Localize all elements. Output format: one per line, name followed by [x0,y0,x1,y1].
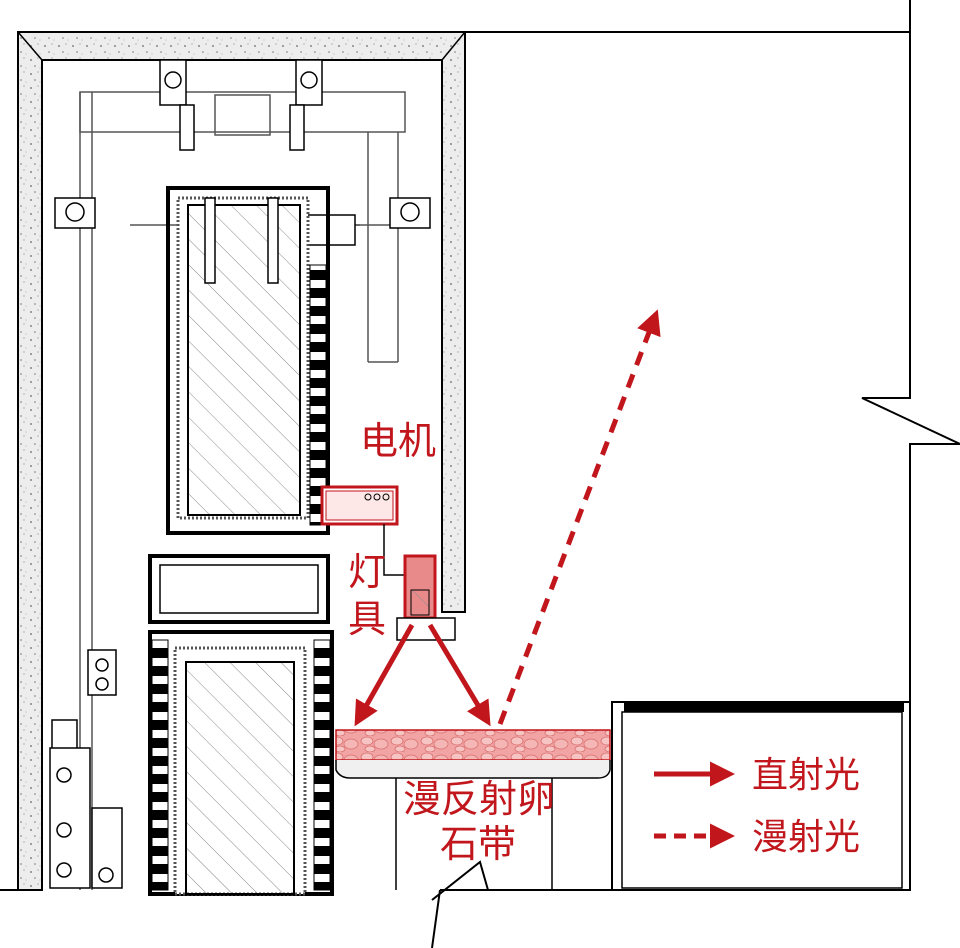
upper-curtain-box [166,186,330,535]
pebble-strip [335,729,611,890]
fixture-label-line1: 灯 [348,550,386,594]
right-platform [611,701,911,891]
motor-box [320,485,399,526]
middle-box-inner [159,564,319,614]
fixture-label-line2: 具 [348,597,386,641]
diffuse-light-ray [497,309,661,725]
bottom-equipment [49,747,123,889]
light-fixture [396,554,456,641]
legend-direct-label: 直射光 [752,755,860,796]
power-cable [383,524,408,576]
lower-curtain-box [148,630,334,896]
legend-diffuse-label: 漫射光 [752,817,860,858]
direct-light-rays [354,623,491,727]
concrete-wall [17,31,466,891]
legend: 直射光 漫射光 [654,755,860,858]
pebble-label-line1: 漫反射卵 [403,777,555,821]
motor-label: 电机 [360,419,436,463]
hanger-hardware [51,59,431,751]
pebble-label-line2: 石带 [440,822,516,866]
